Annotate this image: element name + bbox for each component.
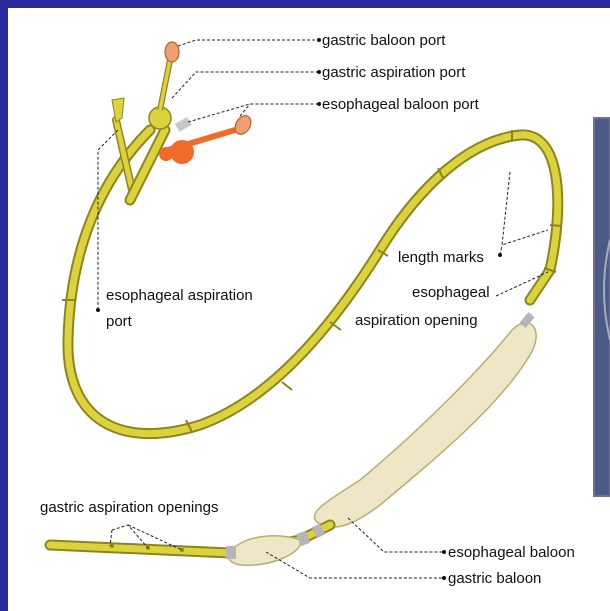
label-esophageal-aspiration-port-line2: port [106, 313, 133, 330]
proximal-ports [112, 42, 254, 200]
label-gastric-baloon: gastric baloon [448, 570, 541, 587]
label-gastric-aspiration-openings: gastric aspiration openings [40, 499, 218, 516]
label-esophageal-aspiration-port-line1: esophageal aspiration [106, 287, 253, 304]
gastric-segment [50, 523, 330, 565]
label-esophageal-aspiration-opening-line1: esophageal [412, 284, 490, 301]
label-gastric-aspiration-port: gastric aspiration port [322, 64, 466, 81]
label-gastric-baloon-port: gastric baloon port [322, 32, 446, 49]
label-esophageal-aspiration-opening-line2: aspiration opening [355, 312, 478, 329]
label-esophageal-baloon: esophageal baloon [448, 544, 575, 561]
label-length-marks: length marks [398, 249, 484, 266]
label-esophageal-baloon-port: esophageal baloon port [322, 96, 480, 113]
inset-photo-panel [594, 118, 610, 496]
esophageal-balloon [314, 312, 536, 527]
